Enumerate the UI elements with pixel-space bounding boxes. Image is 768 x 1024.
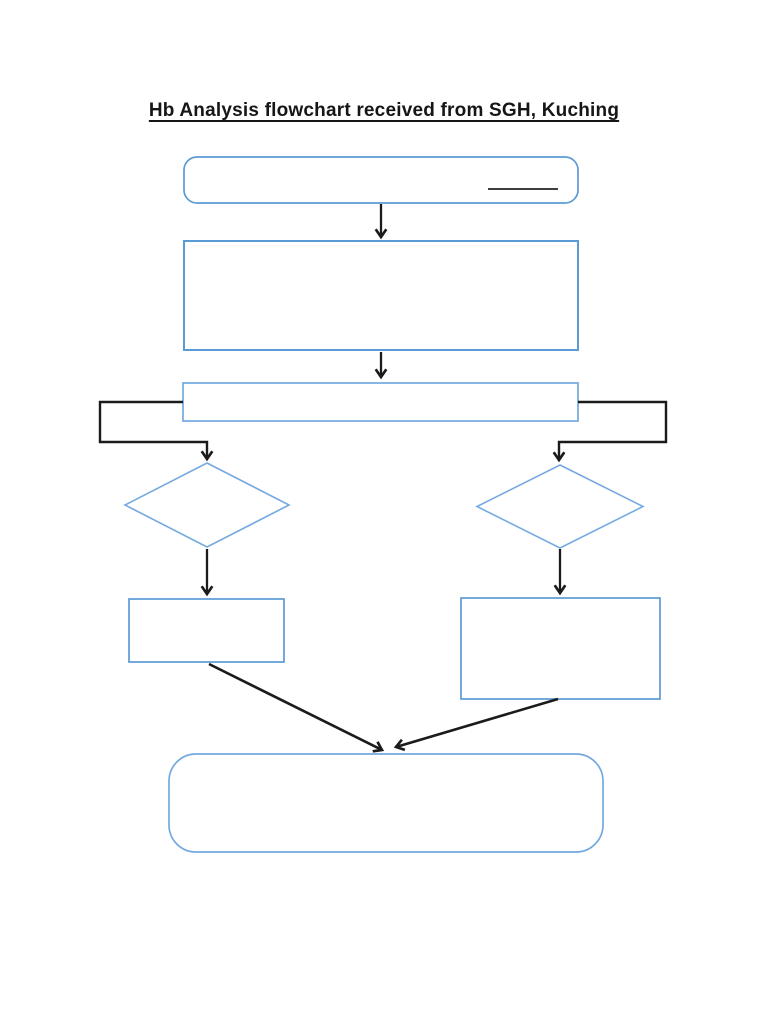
decision-left-diamond [123, 462, 291, 548]
result-right-node [460, 597, 661, 700]
branch-bar-node [182, 382, 579, 422]
page-title: Hb Analysis flowchart received from SGH,… [148, 100, 620, 121]
elbow-connector-left [98, 400, 214, 462]
diagonal-arrow-right-to-end [393, 697, 559, 752]
process-main-node [183, 240, 579, 351]
end-terminator-node [168, 753, 604, 853]
elbow-connector-right [552, 400, 668, 463]
start-terminator-node [183, 156, 579, 204]
result-left-node [128, 598, 285, 663]
diagonal-arrow-left-to-end [208, 662, 385, 753]
decision-right-diamond [475, 464, 645, 549]
